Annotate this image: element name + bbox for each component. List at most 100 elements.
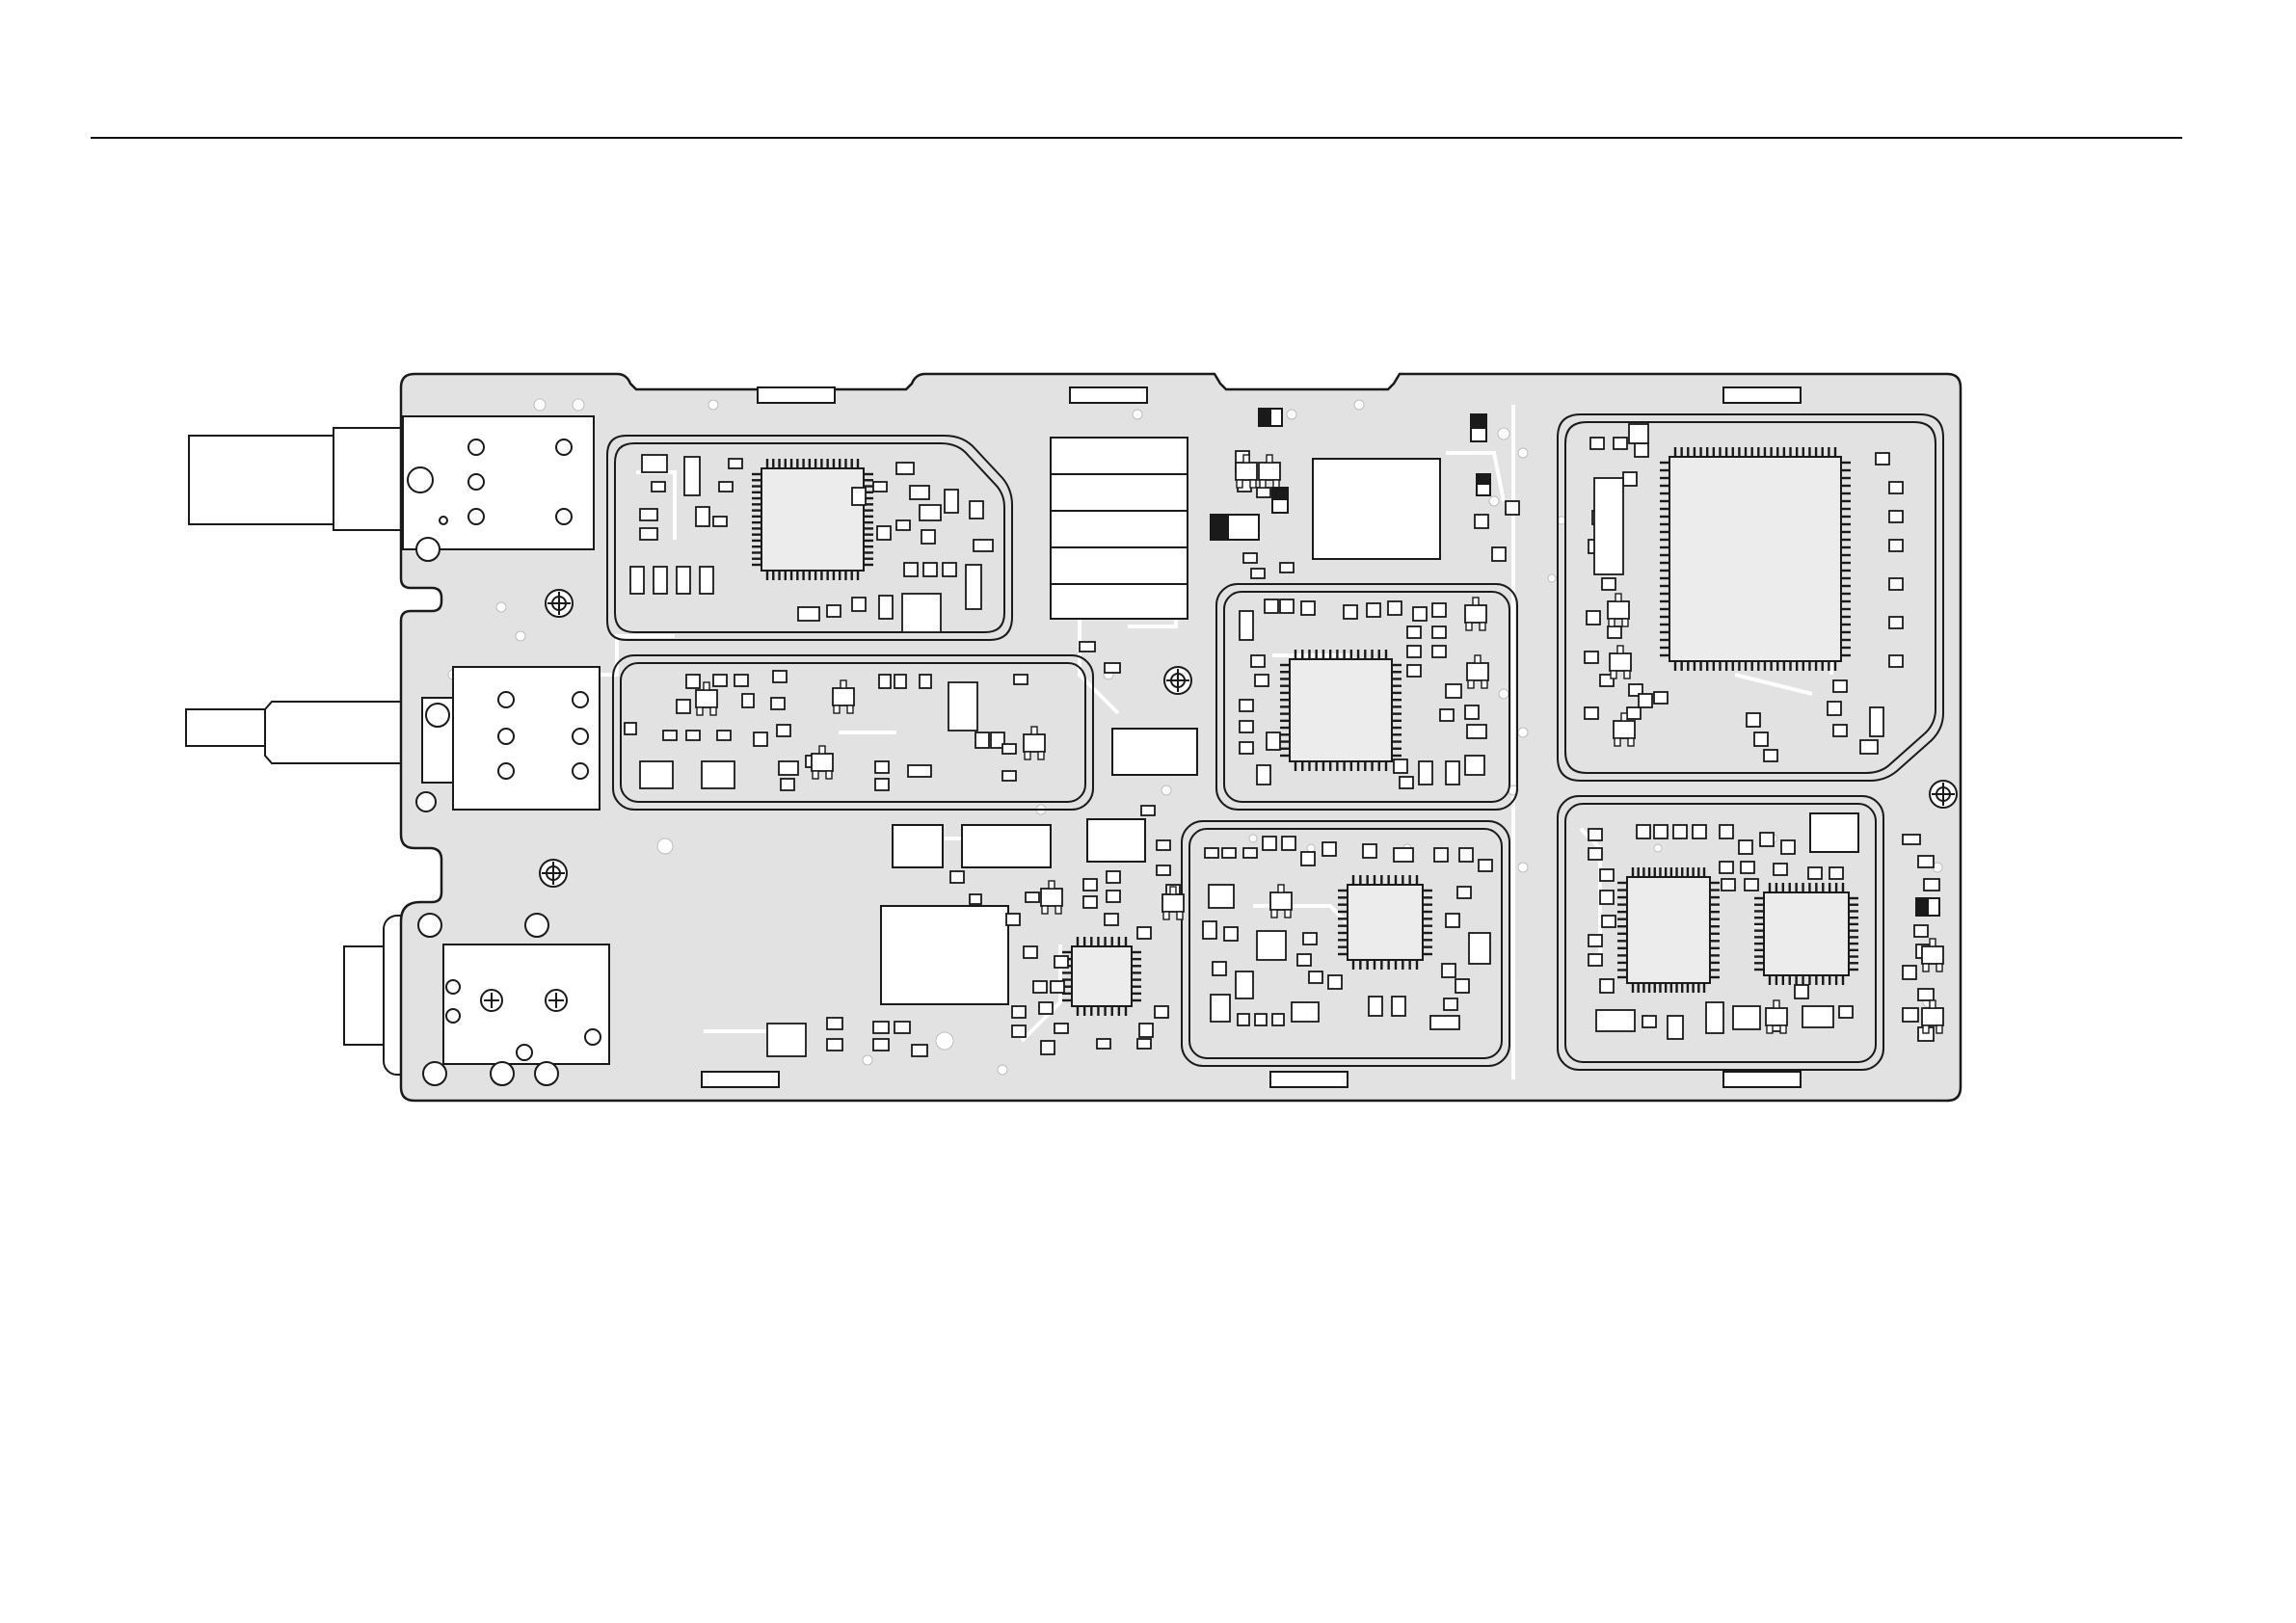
smd-component: [686, 731, 700, 740]
smd-component: [1369, 997, 1382, 1016]
smd-component: [1303, 933, 1317, 945]
smd-component: [902, 594, 941, 632]
smd-component: [1808, 867, 1822, 879]
smd-component: [625, 723, 636, 734]
smd-component: [1446, 684, 1461, 698]
smd-component: [1139, 1024, 1153, 1037]
smd-component: [684, 457, 700, 495]
smd-component: [1828, 702, 1841, 715]
smd-component: [1240, 721, 1253, 732]
smd-component: [630, 567, 644, 594]
smd-component: [1002, 744, 1016, 754]
smd-component: [1465, 705, 1479, 719]
smd-component: [873, 1022, 889, 1033]
smd-component: [1255, 1014, 1267, 1025]
smd-component: [1642, 1016, 1656, 1027]
smd-component: [970, 501, 983, 519]
smd-component: [1240, 700, 1253, 711]
smd-component: [1627, 707, 1641, 719]
smd-component: [1209, 885, 1234, 908]
smd-component: [1623, 472, 1637, 486]
smd-component: [921, 530, 935, 544]
smd-component: [1255, 675, 1268, 686]
smd-component: [1457, 887, 1471, 898]
smd-component: [945, 490, 958, 513]
smd-component: [1706, 1002, 1723, 1033]
smd-component: [1394, 759, 1407, 773]
ic-chip: [752, 459, 873, 580]
smd-component: [877, 526, 891, 540]
ic-chip: [1660, 447, 1851, 671]
smd-component: [1105, 914, 1118, 925]
smd-component: [896, 463, 914, 474]
smd-component: [1741, 862, 1754, 873]
smd-component: [1733, 1006, 1760, 1029]
smd-component: [767, 1024, 806, 1056]
mounting-hole: [1164, 667, 1191, 694]
smd-component: [1589, 848, 1602, 860]
smd-component: [1097, 1039, 1110, 1049]
smd-component: [1614, 438, 1627, 449]
smd-component: [1240, 611, 1253, 640]
smd-component: [771, 698, 785, 709]
smd-component: [1105, 663, 1120, 673]
smd-component: [654, 567, 667, 594]
smd-component: [1600, 979, 1614, 993]
smd-component: [1492, 547, 1506, 561]
smd-component: [1774, 864, 1787, 875]
smd-component: [1432, 646, 1446, 657]
smd-component: [1236, 971, 1253, 998]
smd-component: [1292, 1002, 1319, 1022]
coax-connector-middle: [186, 702, 416, 763]
smd-component: [1446, 914, 1459, 927]
smd-component: [1083, 896, 1097, 908]
smd-component: [879, 596, 893, 619]
smd-component: [1432, 603, 1446, 617]
smd-component: [1240, 742, 1253, 754]
smd-component: [1006, 914, 1020, 925]
smd-component: [1430, 1016, 1459, 1029]
smd-component: [773, 671, 787, 682]
mounting-hole: [1930, 781, 1957, 808]
smd-component: [1265, 599, 1278, 613]
smd-component: [1367, 603, 1380, 617]
smd-component: [950, 871, 964, 883]
smd-component: [754, 732, 767, 746]
smd-component: [1720, 862, 1733, 873]
smd-component: [1833, 725, 1847, 736]
smd-component: [1589, 829, 1602, 840]
smd-component: [1243, 553, 1257, 563]
smd-component: [1654, 692, 1668, 704]
smd-component: [1764, 750, 1777, 761]
smd-component: [781, 779, 794, 790]
smd-component: [1272, 1014, 1284, 1025]
smd-component: [1141, 806, 1155, 815]
smd-component: [1469, 933, 1490, 964]
smd-component: [948, 682, 977, 731]
smd-component: [677, 700, 690, 713]
smd-component: [1051, 981, 1064, 993]
smd-component: [1918, 989, 1934, 1000]
smd-component: [1720, 825, 1733, 838]
smd-component: [1442, 964, 1455, 977]
smd-component: [1407, 626, 1421, 638]
smd-component: [1600, 891, 1614, 904]
smd-component: [875, 779, 889, 790]
smd-component: [1251, 655, 1265, 667]
smd-component: [1590, 438, 1604, 449]
smd-component: [1876, 453, 1889, 465]
smd-component: [1328, 975, 1342, 989]
smd-component: [1041, 1041, 1055, 1054]
smd-component: [912, 1045, 927, 1056]
smd-component: [717, 731, 731, 740]
smd-component: [713, 517, 727, 526]
smd-component: [702, 761, 734, 788]
smd-component: [1754, 732, 1768, 746]
smd-component: [1394, 848, 1413, 862]
smd-component: [1889, 540, 1903, 551]
smd-component: [920, 505, 941, 520]
coax-connector-top: [189, 428, 403, 530]
smd-component: [1080, 642, 1095, 652]
smd-component: [1301, 601, 1315, 615]
smd-component: [852, 488, 866, 505]
